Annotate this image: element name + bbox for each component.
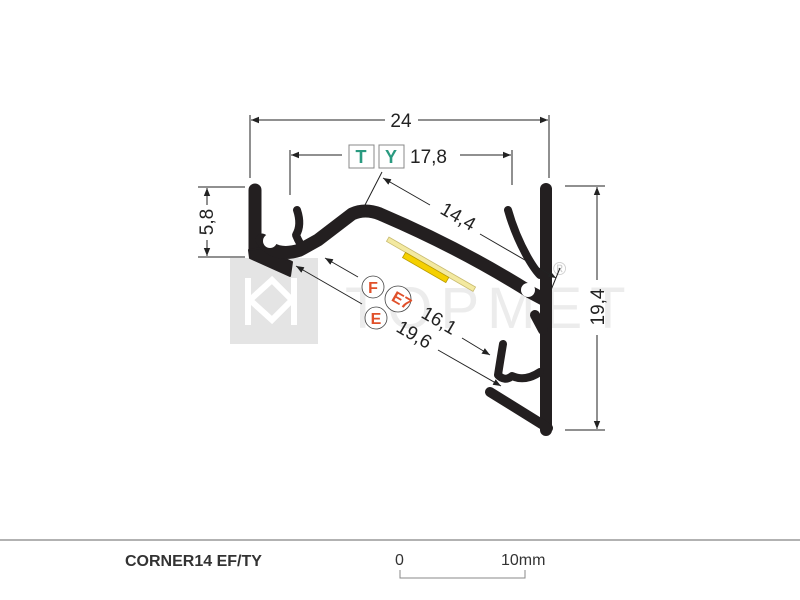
svg-text:T: T	[356, 147, 367, 167]
dim-height-left: 5,8	[197, 209, 218, 235]
dim-width-total: 24	[390, 111, 412, 132]
aluminium-profile	[248, 183, 553, 436]
led-strip	[385, 236, 477, 292]
product-name: CORNER14 EF/TY	[125, 553, 262, 570]
dim-diag-top: 14,4	[436, 199, 479, 236]
diffuser-code-f: F	[361, 275, 385, 299]
dim-height-total: 19,4	[588, 288, 609, 325]
scale-start: 0	[395, 552, 404, 569]
diffuser-code-e7: E7	[384, 285, 414, 313]
cover-code-t: T	[348, 144, 375, 169]
diffuser-code-e: E	[364, 306, 388, 330]
dimension-lines	[198, 115, 605, 431]
cover-code-y: Y	[378, 144, 405, 169]
scale-bar	[399, 570, 526, 579]
svg-text:E: E	[371, 311, 382, 328]
dim-width-inner: 17,8	[410, 147, 447, 168]
scale-end: 10mm	[501, 552, 545, 569]
svg-text:Y: Y	[385, 147, 397, 167]
svg-text:F: F	[368, 280, 378, 297]
